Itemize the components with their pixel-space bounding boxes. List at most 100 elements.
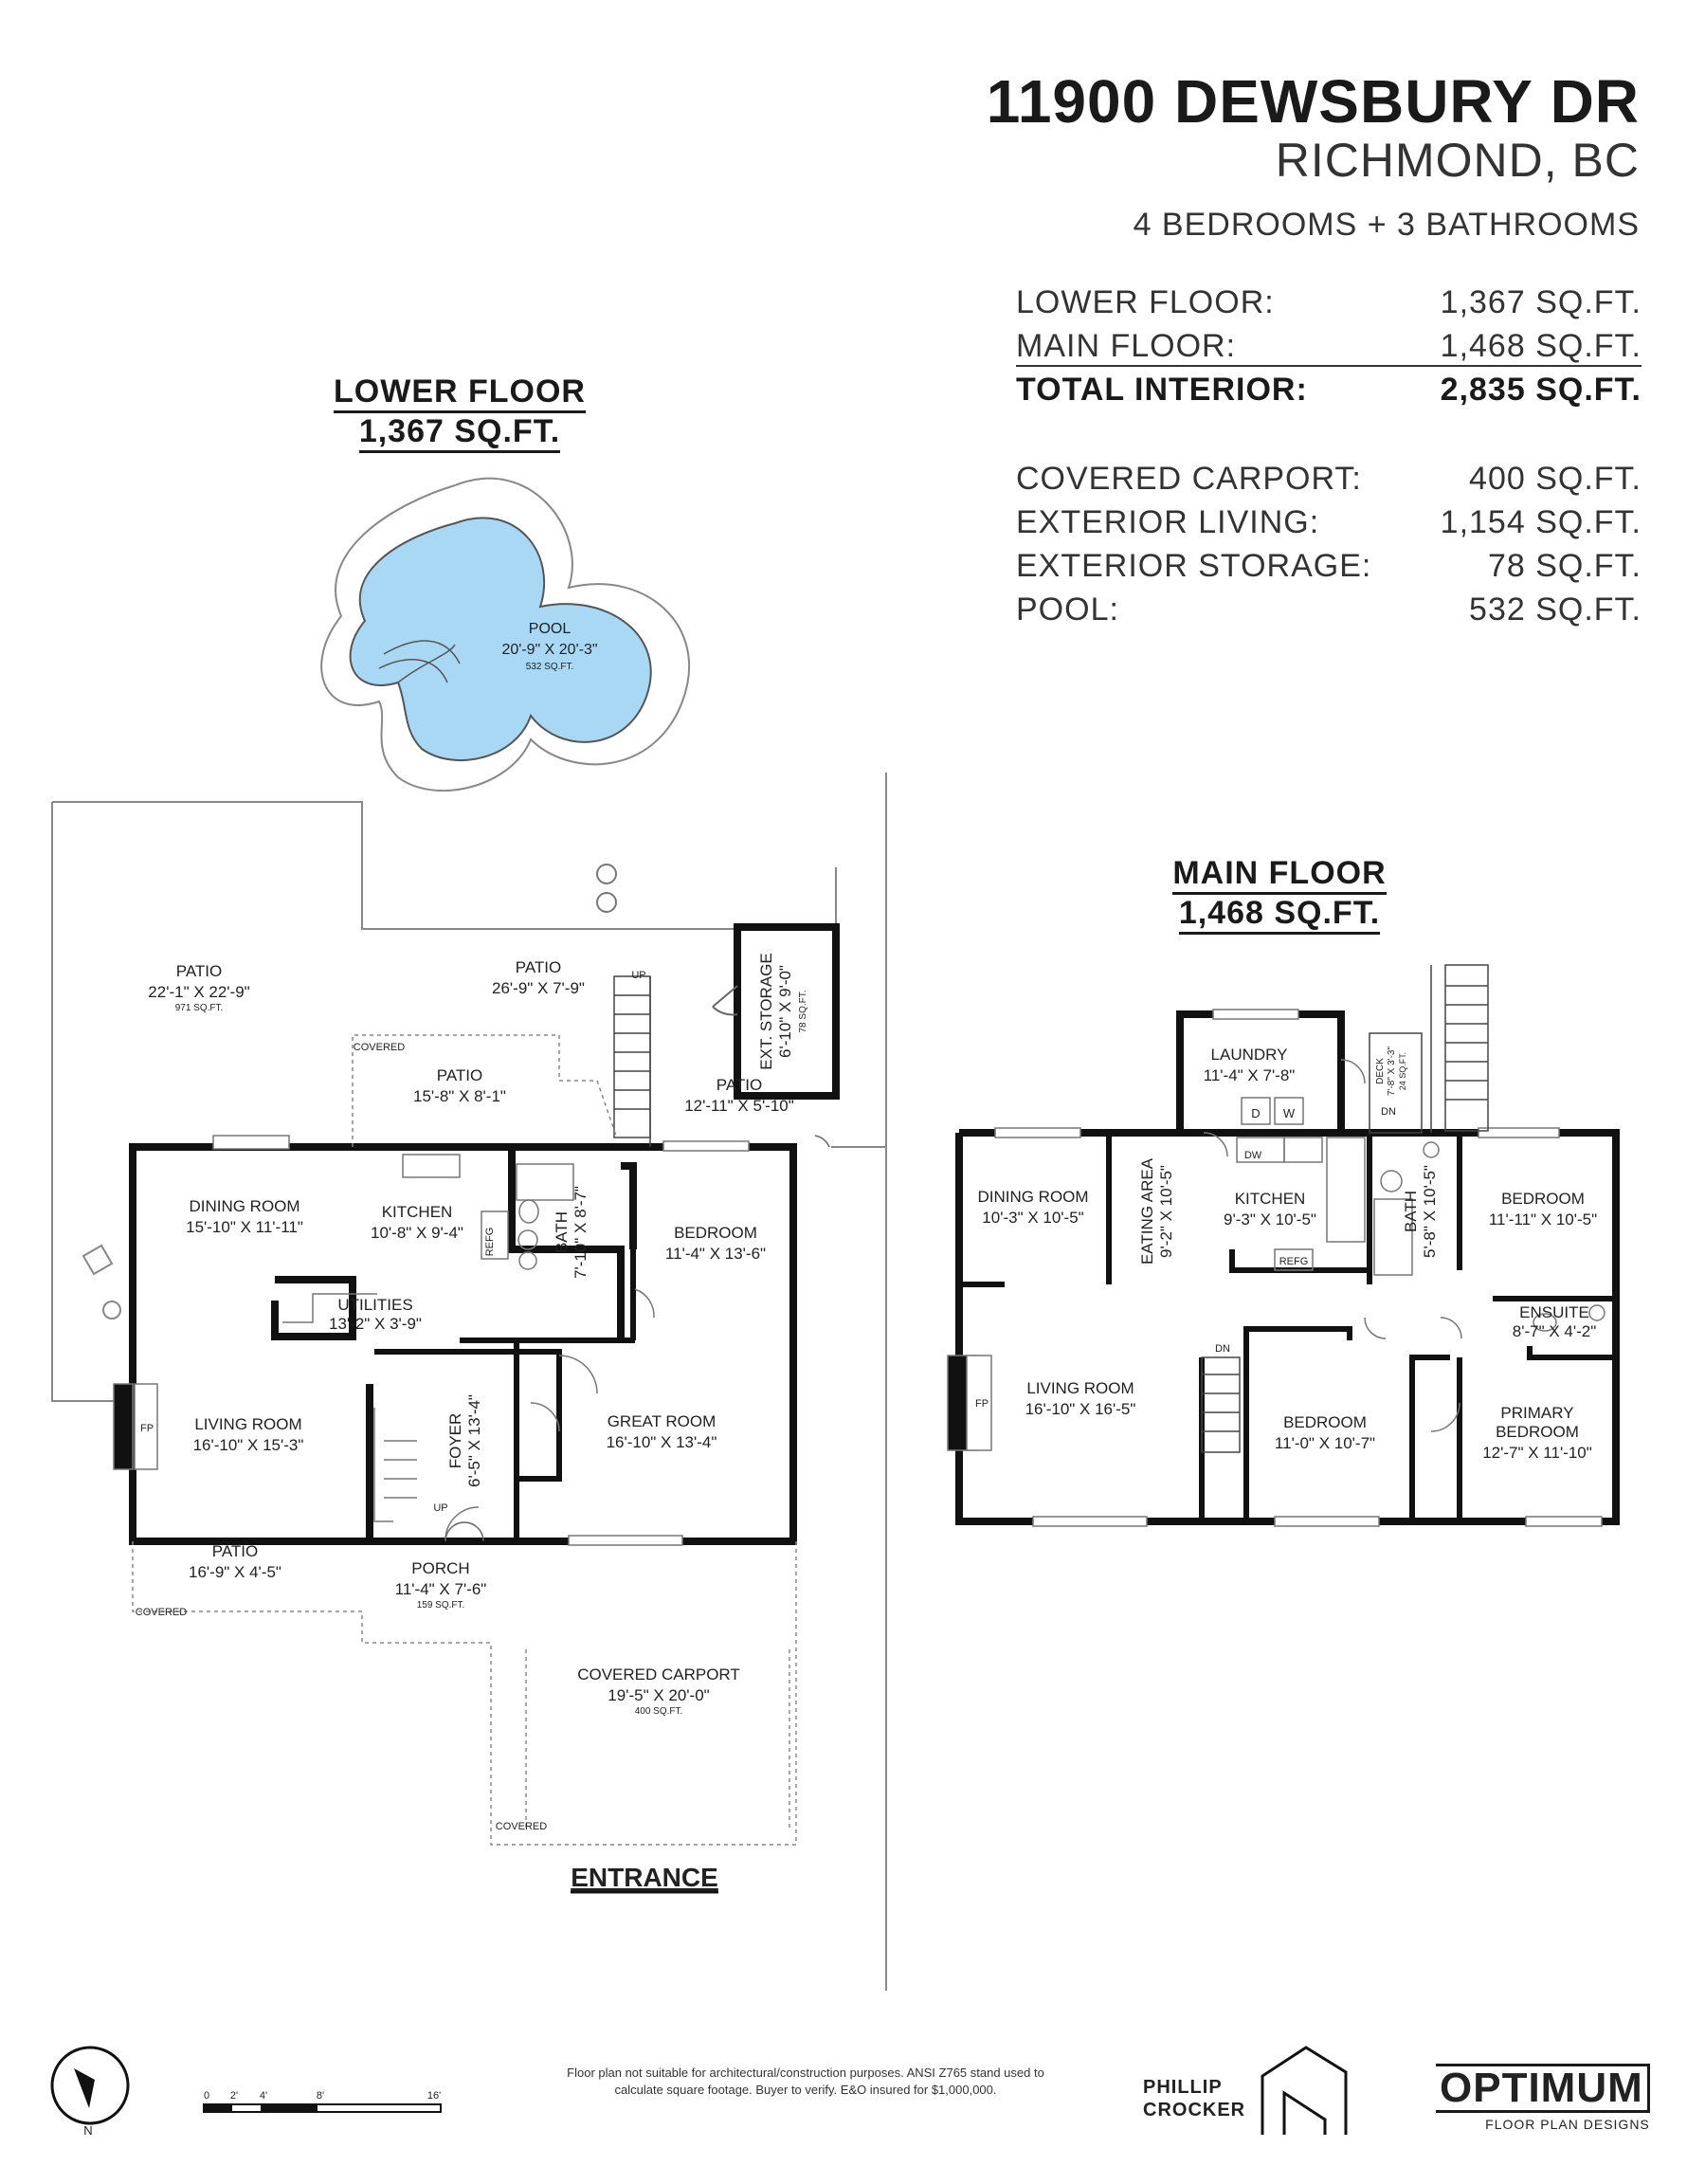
- svg-text:11'-4" X 7'-8": 11'-4" X 7'-8": [1204, 1066, 1296, 1084]
- svg-text:10'-3" X 10'-5": 10'-3" X 10'-5": [982, 1209, 1083, 1227]
- svg-text:78 SQ.FT.: 78 SQ.FT.: [798, 990, 808, 1032]
- svg-text:8': 8': [317, 2090, 324, 2102]
- svg-text:UP: UP: [433, 1502, 447, 1514]
- svg-text:12'-7" X 11'-10": 12'-7" X 11'-10": [1482, 1444, 1592, 1462]
- svg-text:COVERED: COVERED: [496, 1821, 547, 1832]
- compass-icon: N: [50, 2046, 130, 2138]
- svg-text:13'-2" X 3'-9": 13'-2" X 3'-9": [329, 1315, 422, 1333]
- area-row: COVERED CARPORT:400 SQ.FT.: [1016, 461, 1642, 497]
- svg-text:16'-10" X 15'-3": 16'-10" X 15'-3": [193, 1436, 304, 1454]
- property-city: RICHMOND, BC: [1275, 134, 1640, 187]
- svg-text:DN: DN: [1215, 1343, 1230, 1355]
- svg-text:GREAT ROOM: GREAT ROOM: [608, 1412, 717, 1430]
- svg-text:6'-10" X 9'-0": 6'-10" X 9'-0": [776, 965, 794, 1058]
- ext-storage-room: [712, 923, 840, 1100]
- svg-text:16'-10" X 16'-5": 16'-10" X 16'-5": [1025, 1400, 1136, 1418]
- svg-text:11'-11" X 10'-5": 11'-11" X 10'-5": [1489, 1210, 1597, 1228]
- svg-text:REFG: REFG: [1279, 1256, 1309, 1267]
- svg-text:N: N: [83, 2123, 92, 2138]
- svg-text:EATING AREA: EATING AREA: [1138, 1157, 1156, 1265]
- bed-bath-summary: 4 BEDROOMS + 3 BATHROOMS: [1133, 207, 1640, 243]
- svg-text:FP: FP: [140, 1423, 154, 1434]
- area-row: EXTERIOR LIVING:1,154 SQ.FT.: [1016, 504, 1642, 540]
- main-stairs: [1201, 964, 1489, 1453]
- svg-text:26'-9" X 7'-9": 26'-9" X 7'-9": [492, 979, 585, 997]
- svg-text:BEDROOM: BEDROOM: [1501, 1190, 1585, 1208]
- svg-text:24 SQ.FT.: 24 SQ.FT.: [1398, 1052, 1407, 1091]
- svg-text:0: 0: [204, 2090, 209, 2102]
- svg-text:11'-4" X 7'-6": 11'-4" X 7'-6": [395, 1580, 487, 1598]
- svg-text:9'-3" X 10'-5": 9'-3" X 10'-5": [1224, 1210, 1316, 1228]
- area-row: MAIN FLOOR:1,468 SQ.FT.: [1016, 328, 1642, 367]
- area-row: POOL:532 SQ.FT.: [1016, 592, 1642, 628]
- svg-text:FOYER: FOYER: [446, 1413, 464, 1469]
- svg-text:DECK: DECK: [1375, 1058, 1386, 1084]
- svg-text:DINING ROOM: DINING ROOM: [189, 1197, 299, 1215]
- main-floor-labels: LAUNDRY 11'-4" X 7'-8" D W DW REFG DECK …: [975, 1046, 1597, 1462]
- svg-text:971 SQ.FT.: 971 SQ.FT.: [175, 1003, 224, 1013]
- svg-text:COVERED: COVERED: [136, 1607, 187, 1618]
- svg-text:8'-7" X 4'-2": 8'-7" X 4'-2": [1513, 1322, 1597, 1340]
- svg-text:ENSUITE: ENSUITE: [1519, 1303, 1589, 1321]
- svg-text:15'-8" X 8'-1": 15'-8" X 8'-1": [413, 1087, 506, 1105]
- pool-name: POOL: [529, 621, 571, 637]
- svg-text:PATIO: PATIO: [176, 962, 223, 980]
- pool-dims: 20'-9" X 20'-3": [501, 642, 597, 658]
- svg-text:W: W: [1283, 1106, 1296, 1120]
- svg-text:PRIMARY: PRIMARY: [1500, 1404, 1573, 1422]
- svg-text:LIVING ROOM: LIVING ROOM: [1026, 1379, 1134, 1397]
- svg-text:UP: UP: [631, 970, 645, 981]
- property-address: 11900 DEWSBURY DR: [986, 67, 1640, 136]
- svg-text:19'-5" X 20'-0": 19'-5" X 20'-0": [608, 1686, 709, 1704]
- svg-text:400 SQ.FT.: 400 SQ.FT.: [635, 1706, 683, 1717]
- lower-exterior-lines: [51, 773, 887, 1991]
- svg-text:4': 4': [260, 2090, 267, 2102]
- lower-floor-walls: [129, 1143, 797, 1545]
- svg-text:PATIO: PATIO: [516, 958, 562, 976]
- svg-text:16'-10" X 13'-4": 16'-10" X 13'-4": [607, 1433, 717, 1451]
- svg-text:BEDROOM: BEDROOM: [1283, 1413, 1367, 1431]
- svg-text:KITCHEN: KITCHEN: [1235, 1190, 1306, 1208]
- area-row-total: TOTAL INTERIOR:2,835 SQ.FT.: [1016, 372, 1642, 408]
- svg-text:LAUNDRY: LAUNDRY: [1211, 1046, 1288, 1064]
- area-row: EXTERIOR STORAGE:78 SQ.FT.: [1016, 548, 1642, 584]
- optimum-logo: OPTIMUM FLOOR PLAN DESIGNS: [1436, 2064, 1650, 2132]
- svg-text:BEDROOM: BEDROOM: [1496, 1423, 1579, 1441]
- pool-area: 532 SQ.FT.: [526, 662, 574, 672]
- svg-text:UTILITIES: UTILITIES: [337, 1296, 412, 1314]
- disclaimer: Floor plan not suitable for architectura…: [567, 2066, 1044, 2097]
- svg-text:FP: FP: [975, 1398, 989, 1410]
- lower-stairs: [613, 975, 651, 1147]
- svg-text:5'-8" X 10'-5": 5'-8" X 10'-5": [1421, 1165, 1439, 1258]
- svg-text:D: D: [1251, 1106, 1260, 1120]
- svg-text:11'-0" X 10'-7": 11'-0" X 10'-7": [1275, 1434, 1375, 1452]
- svg-text:KITCHEN: KITCHEN: [382, 1203, 453, 1221]
- phillip-crocker-logo: PHILLIP CROCKER: [1143, 2077, 1246, 2120]
- svg-text:12'-11" X 5'-10": 12'-11" X 5'-10": [684, 1097, 794, 1115]
- lower-floor-details: [113, 1135, 750, 1546]
- svg-text:LIVING ROOM: LIVING ROOM: [194, 1415, 301, 1433]
- svg-text:PATIO: PATIO: [437, 1066, 483, 1084]
- svg-text:PORCH: PORCH: [411, 1559, 469, 1577]
- pool: POOL 20'-9" X 20'-3" 532 SQ.FT.: [320, 477, 691, 913]
- svg-text:DN: DN: [1381, 1106, 1396, 1118]
- svg-text:11'-4" X 13'-6": 11'-4" X 13'-6": [665, 1245, 766, 1263]
- svg-text:6'-5" X 13'-4": 6'-5" X 13'-4": [465, 1394, 483, 1487]
- svg-text:BEDROOM: BEDROOM: [674, 1224, 757, 1242]
- svg-text:7'-8" X 3'-3": 7'-8" X 3'-3": [1387, 1046, 1397, 1097]
- svg-text:10'-8" X 9'-4": 10'-8" X 9'-4": [371, 1224, 463, 1242]
- entrance-label: ENTRANCE: [571, 1863, 718, 1892]
- svg-text:16'-9" X 4'-5": 16'-9" X 4'-5": [189, 1563, 281, 1581]
- svg-text:BATH: BATH: [1402, 1191, 1420, 1232]
- svg-text:22'-1" X 22'-9": 22'-1" X 22'-9": [148, 983, 249, 1001]
- scale-bar: 0 2' 4' 8' 16': [203, 2090, 442, 2113]
- svg-text:DW: DW: [1244, 1150, 1262, 1161]
- svg-text:16': 16': [427, 2090, 441, 2102]
- svg-text:159 SQ.FT.: 159 SQ.FT.: [417, 1600, 465, 1611]
- svg-text:REFG: REFG: [484, 1228, 496, 1257]
- lower-floor-labels: PATIO 22'-1" X 22'-9" 971 SQ.FT. PATIO 2…: [136, 953, 808, 1832]
- covered-patio-outline: [132, 1034, 797, 1846]
